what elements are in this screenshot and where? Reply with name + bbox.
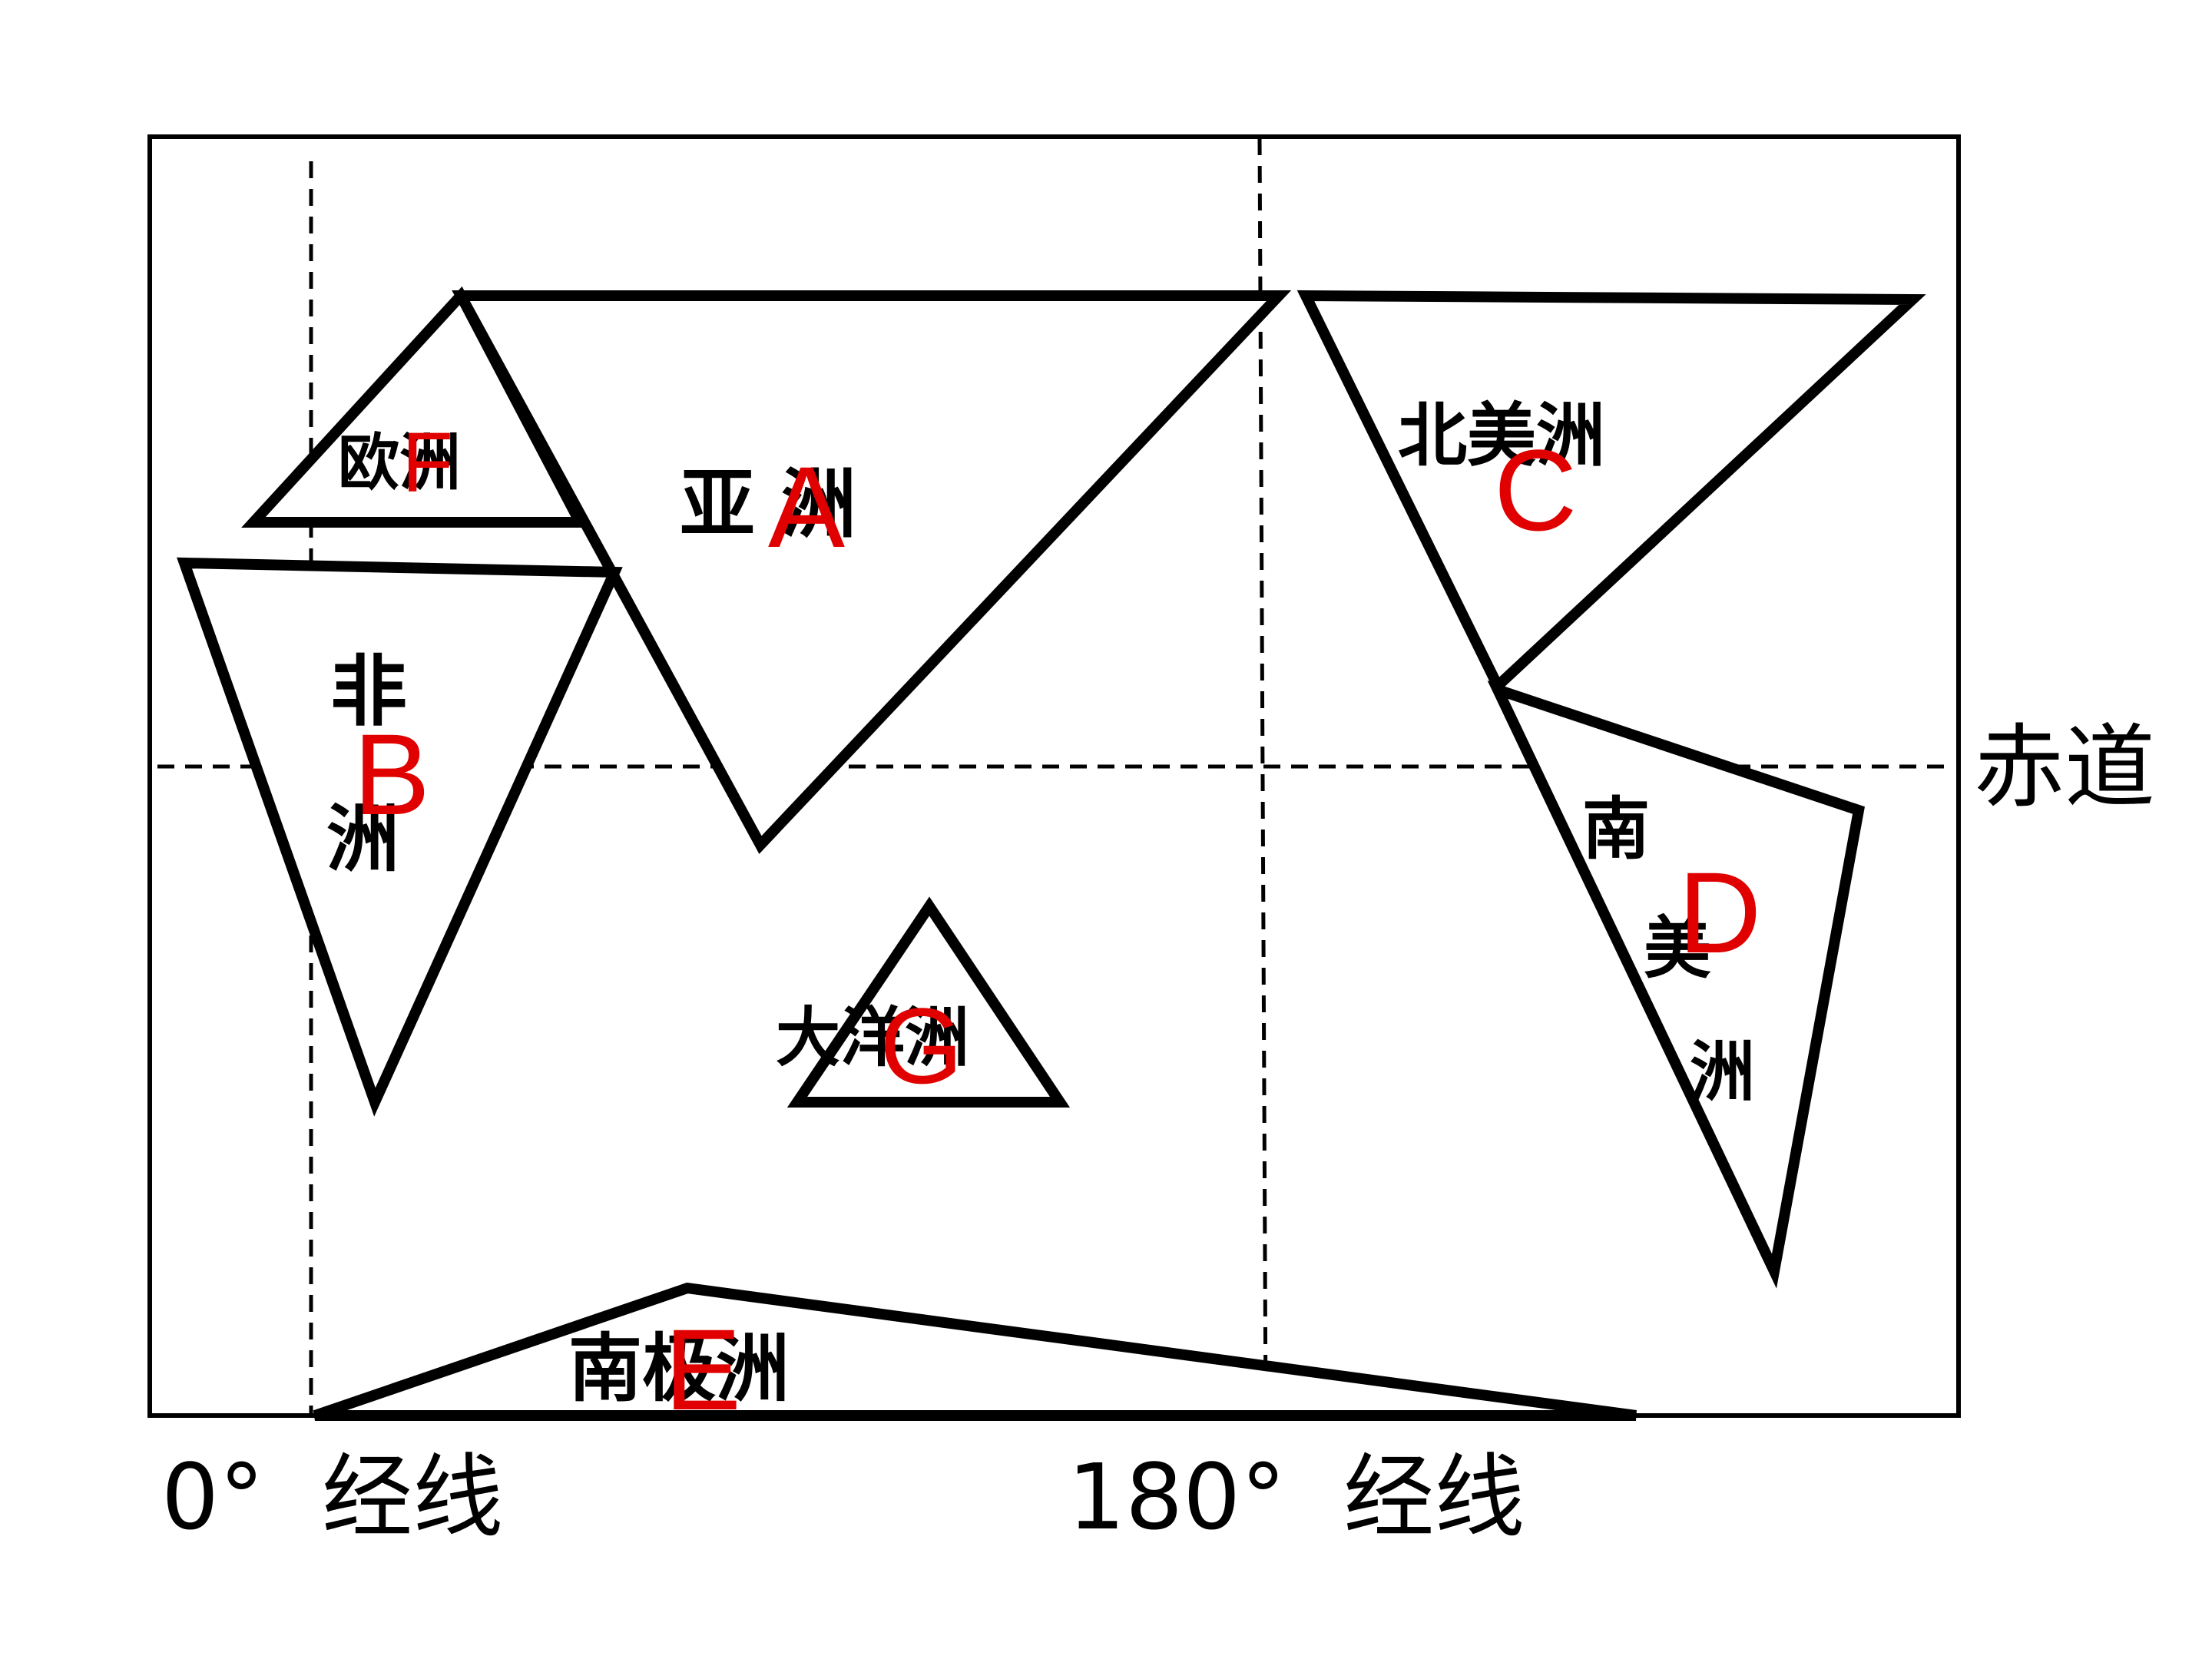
africa-name-bottom: 洲	[326, 796, 399, 882]
europe-name: 欧洲	[338, 426, 461, 498]
oceania-letter: G	[879, 985, 963, 1106]
south-america-letter: D	[1678, 848, 1761, 977]
north-america-shape	[1296, 290, 1926, 695]
africa-letter: B	[353, 710, 430, 839]
south-america-name-1: 南	[1582, 789, 1650, 869]
asia-name: 亚 洲	[680, 460, 856, 548]
north-america-name: 北美洲	[1398, 395, 1605, 476]
europe-shape	[241, 286, 589, 528]
oceania-shape	[786, 896, 1071, 1108]
meridian-180-label: 180° 经线	[1068, 1444, 1525, 1550]
south-america-shape	[1487, 680, 1865, 1289]
north-america-letter: C	[1494, 426, 1577, 555]
europe-letter: F	[402, 416, 453, 510]
asia-letter: A	[768, 442, 845, 571]
antarctica-shape	[313, 1282, 1637, 1421]
antarctica-name: 南极洲	[568, 1325, 790, 1412]
africa-name-top: 非	[330, 646, 407, 737]
equator-label: 赤道	[1974, 714, 2155, 820]
meridian-180-line	[1257, 137, 1268, 1416]
oceania-name: 大洋洲	[776, 999, 969, 1075]
africa-shape	[177, 557, 623, 1117]
meridian-0-label: 0° 经线	[161, 1444, 503, 1550]
antarctica-letter: E	[664, 1305, 741, 1434]
south-america-name-3: 洲	[1690, 1034, 1755, 1111]
south-america-name-2: 美	[1644, 908, 1711, 988]
